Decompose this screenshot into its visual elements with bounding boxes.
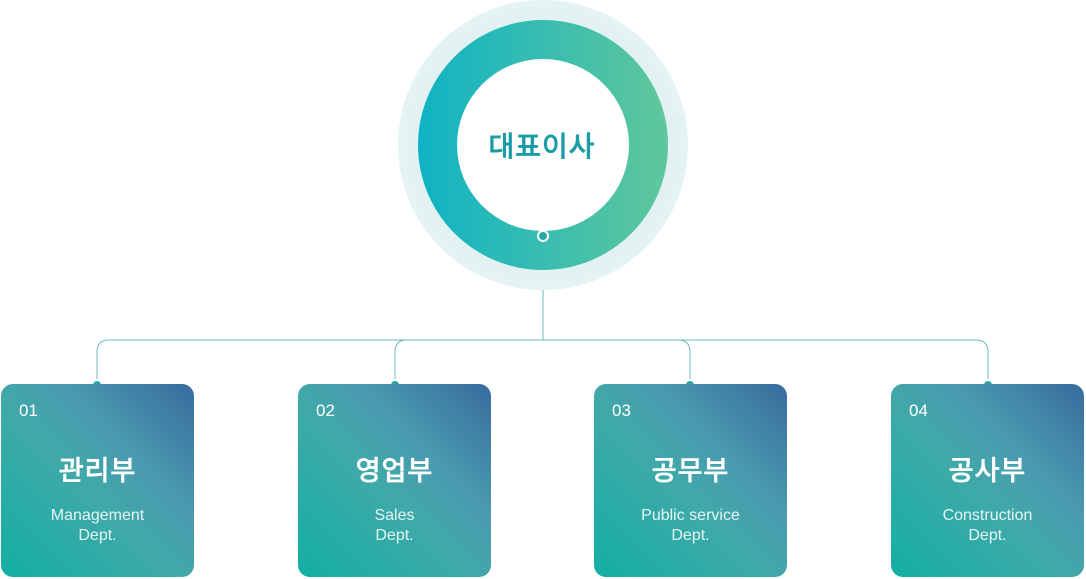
dept-card-construction: 04 공사부 Construction Dept. bbox=[891, 384, 1084, 577]
dept-number: 01 bbox=[19, 401, 38, 420]
branch-drop-03 bbox=[677, 339, 691, 385]
dept-sub-line2: Dept. bbox=[375, 527, 414, 544]
dept-number: 02 bbox=[316, 401, 335, 420]
dept-sub-line1: Construction bbox=[942, 507, 1033, 524]
dept-number: 04 bbox=[909, 401, 928, 420]
dept-card-public-service: 03 공무부 Public service Dept. bbox=[594, 384, 787, 577]
dept-sub-line1: Sales bbox=[374, 507, 415, 524]
dept-english-name: Management Dept. bbox=[1, 506, 194, 546]
branch-line bbox=[96, 339, 989, 385]
dept-english-name: Public service Dept. bbox=[594, 506, 787, 546]
dept-name: 공사부 bbox=[948, 456, 1027, 487]
dept-number: 03 bbox=[612, 401, 631, 420]
dept-sub-line2: Dept. bbox=[78, 527, 117, 544]
ceo-inner-circle: 대표이사 bbox=[457, 59, 629, 231]
dept-name: 공무부 bbox=[651, 456, 730, 487]
dept-card-management: 01 관리부 Management Dept. bbox=[1, 384, 194, 577]
dept-sub-line2: Dept. bbox=[671, 527, 710, 544]
dept-name: 영업부 bbox=[355, 456, 434, 487]
dept-card-sales: 02 영업부 Sales Dept. bbox=[298, 384, 491, 577]
dept-sub-line2: Dept. bbox=[968, 527, 1007, 544]
dept-english-name: Sales Dept. bbox=[298, 506, 491, 546]
dept-english-name: Construction Dept. bbox=[891, 506, 1084, 546]
ceo-title: 대표이사 bbox=[488, 130, 596, 163]
ceo-node: 대표이사 bbox=[398, 0, 688, 290]
branch-drop-02 bbox=[394, 339, 408, 385]
dept-name: 관리부 bbox=[58, 456, 137, 487]
dept-sub-line1: Management bbox=[50, 507, 145, 524]
dept-sub-line1: Public service bbox=[641, 507, 740, 524]
